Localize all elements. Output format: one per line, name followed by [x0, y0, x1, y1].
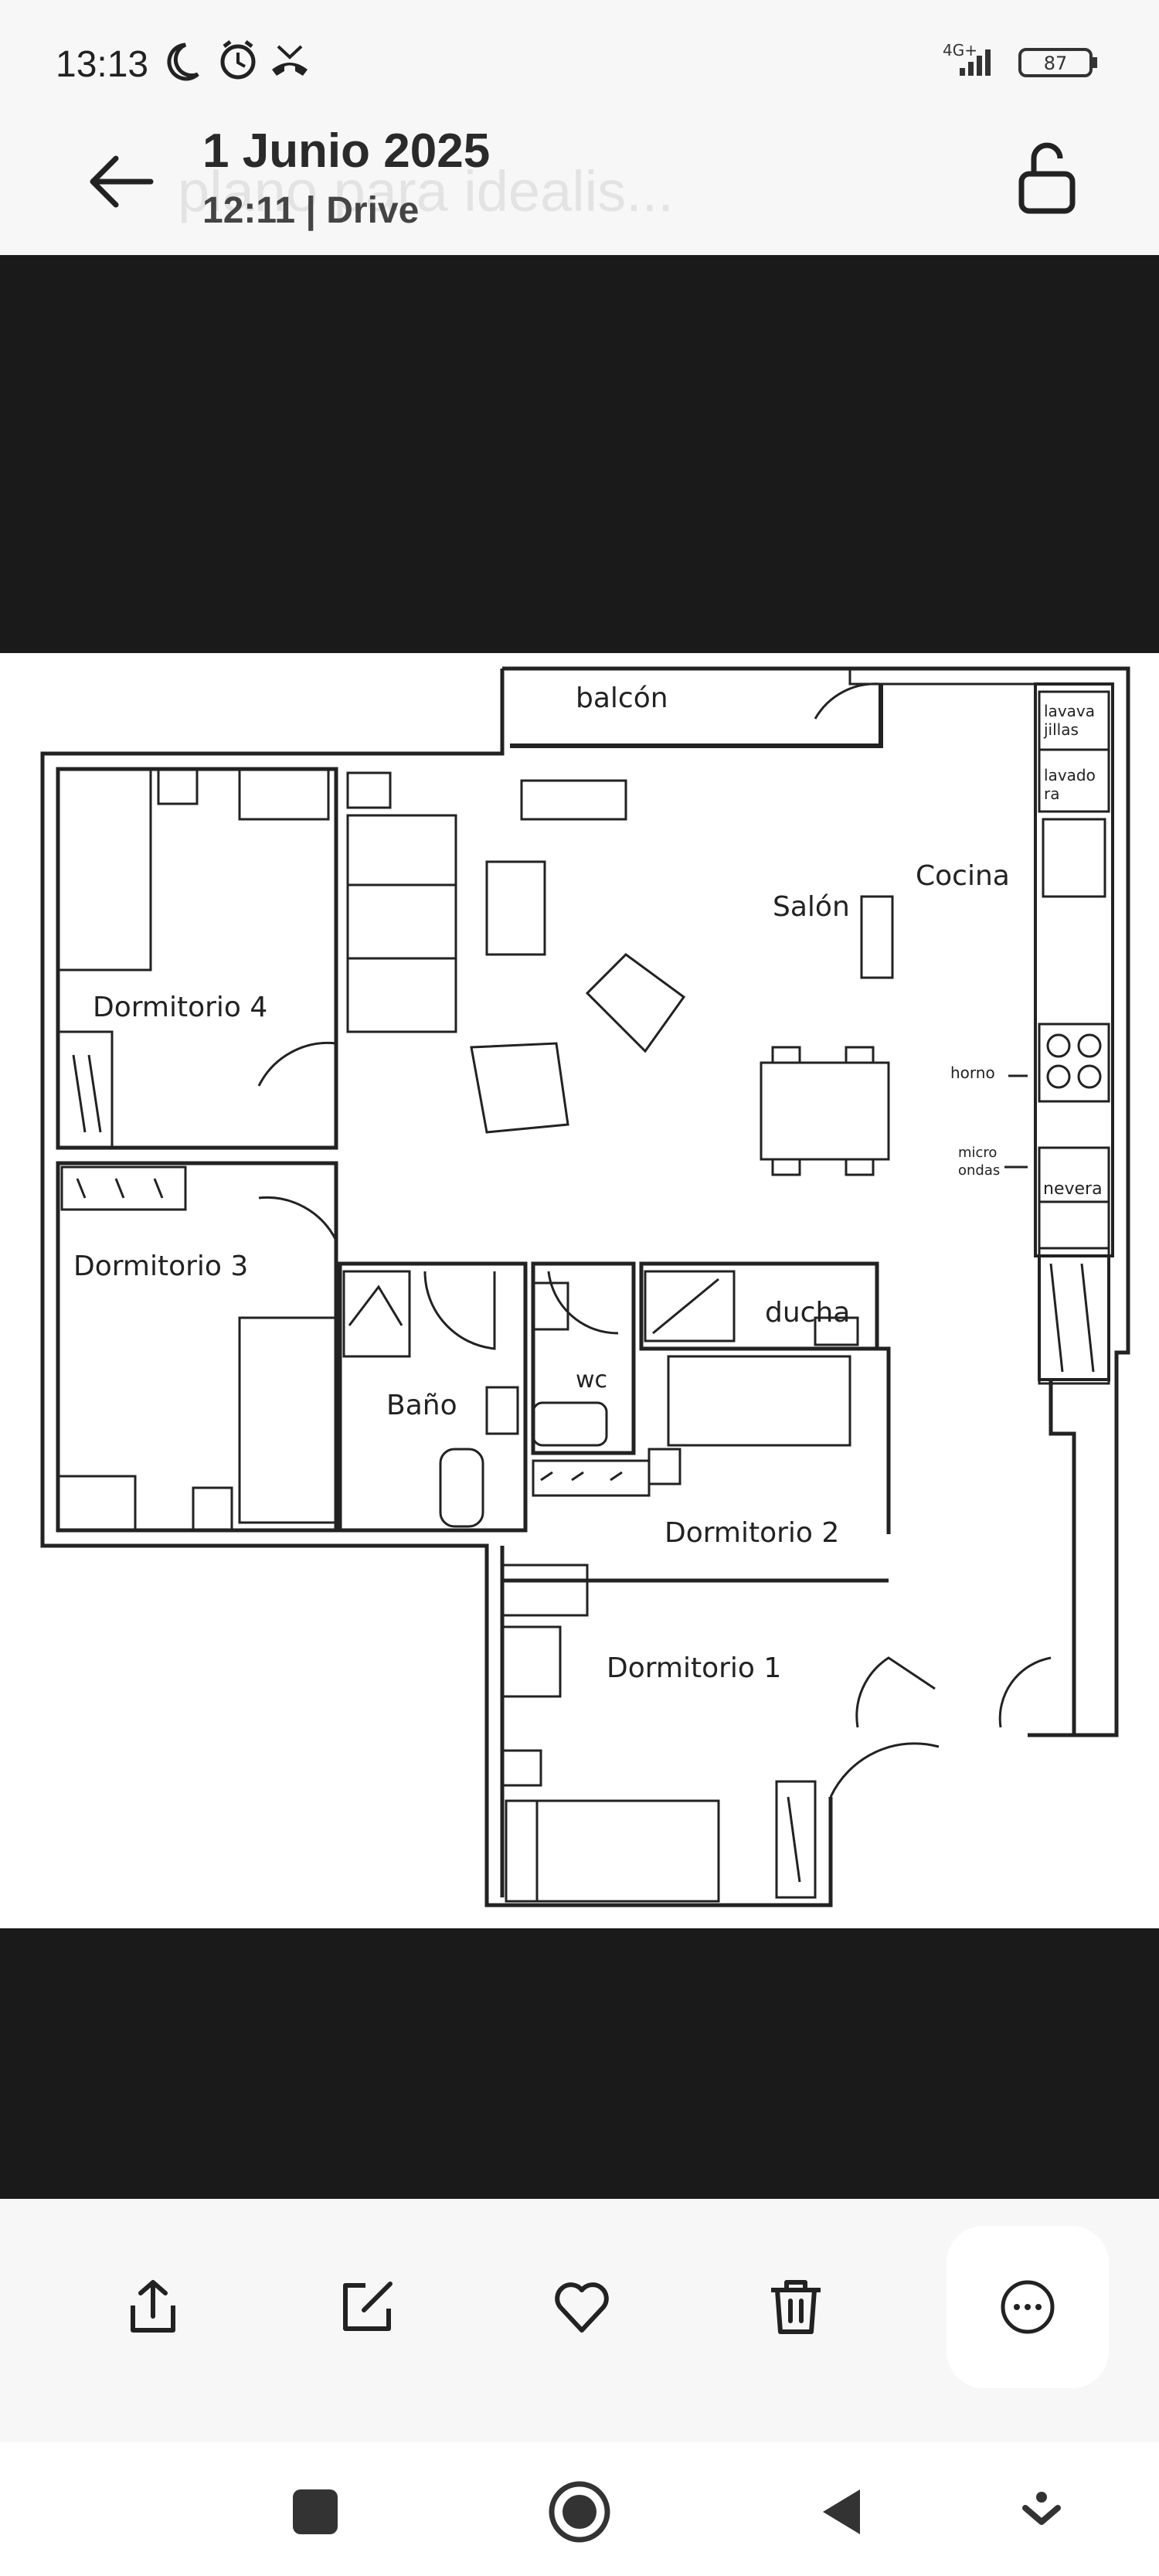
label-dormitorio-1: Dormitorio 1 [607, 1652, 781, 1684]
system-nav-bar [0, 2442, 1159, 2576]
heart-icon [555, 2282, 609, 2333]
label-nevera: nevera [1043, 1179, 1103, 1199]
edit-icon [343, 2282, 393, 2331]
share-icon [131, 2280, 175, 2333]
label-wc: wc [576, 1366, 607, 1393]
network-type: 4G+ [943, 41, 977, 60]
alarm-icon [220, 40, 256, 80]
arrow-left-icon [90, 155, 154, 208]
more-options-button[interactable] [947, 2226, 1109, 2388]
label-dormitorio-4: Dormitorio 4 [93, 992, 267, 1023]
back-button[interactable] [77, 143, 162, 220]
label-lavavajillas-2: jillas [1043, 720, 1079, 739]
signal-icon [960, 49, 991, 76]
label-lavadora-2: ra [1044, 784, 1059, 803]
label-dormitorio-2: Dormitorio 2 [664, 1517, 839, 1549]
more-icon [1001, 2280, 1055, 2334]
delete-button[interactable] [746, 2257, 846, 2357]
label-cocina: Cocina [916, 860, 1010, 892]
status-bar: 13:13 4G+ [0, 0, 1159, 128]
floorplan-image[interactable]: balcón Cocina Salón Dormitorio 4 Dormito… [0, 653, 1159, 1928]
missed-call-icon [272, 45, 308, 76]
viewer-header: plano para idealis... 1 Junio 2025 12:11… [0, 108, 1159, 255]
triangle-back-icon [823, 2489, 860, 2534]
floorplan-furniture [56, 682, 1110, 1903]
recents-button[interactable] [277, 2473, 354, 2550]
lock-button[interactable] [1004, 135, 1089, 220]
label-salon: Salón [773, 891, 850, 923]
label-balcon: balcón [576, 682, 668, 714]
status-time: 13:13 [56, 44, 149, 85]
home-button[interactable] [541, 2473, 618, 2550]
label-bano: Baño [386, 1390, 457, 1421]
back-nav-button[interactable] [804, 2473, 881, 2550]
image-letterbox-bottom [0, 1928, 1159, 2199]
photo-action-bar [0, 2199, 1159, 2435]
home-circle-icon [549, 2481, 610, 2543]
square-icon [293, 2489, 338, 2534]
status-icons-left [155, 39, 309, 89]
status-icons-right: 4G+ 87 [943, 39, 1113, 89]
photo-date: 1 Junio 2025 [202, 124, 491, 178]
label-lavadora-1: lavado [1044, 766, 1096, 784]
file-name-ghost: plano para idealis... [178, 159, 674, 223]
label-microondas-1: micro [958, 1145, 997, 1161]
label-ducha: ducha [765, 1297, 850, 1329]
battery-icon: 87 [1018, 48, 1097, 77]
image-letterbox-top [0, 255, 1159, 653]
floorplan-walls [40, 666, 1130, 1907]
label-microondas-2: ondas [958, 1162, 1000, 1179]
share-button[interactable] [103, 2257, 203, 2357]
battery-level: 87 [1044, 53, 1068, 74]
hide-nav-button[interactable] [1003, 2473, 1080, 2550]
unlock-icon [1018, 142, 1076, 214]
chevron-down-icon [1022, 2492, 1061, 2525]
edit-button[interactable] [317, 2257, 417, 2357]
trash-icon [771, 2280, 821, 2334]
label-horno: horno [950, 1063, 995, 1082]
label-dormitorio-3: Dormitorio 3 [73, 1251, 248, 1282]
moon-icon [167, 43, 199, 81]
photo-time-source: 12:11 | Drive [202, 190, 420, 231]
favorite-button[interactable] [532, 2257, 632, 2357]
label-lavavajillas-1: lavava [1044, 702, 1095, 720]
